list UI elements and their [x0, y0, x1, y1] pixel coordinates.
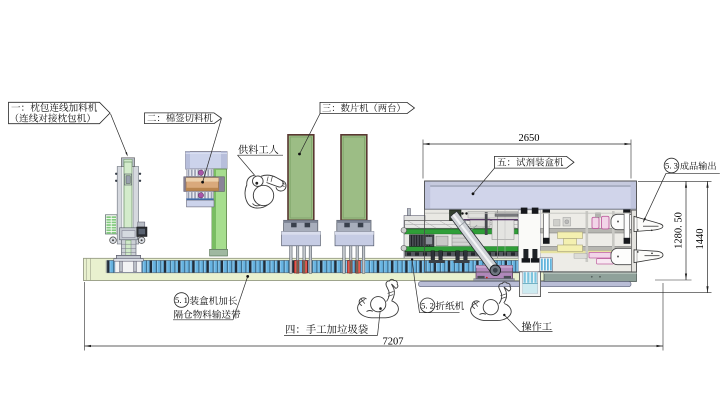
svg-text:1440: 1440: [695, 229, 706, 250]
svg-text:5. 3: 5. 3: [665, 161, 678, 171]
svg-text:1280. 50: 1280. 50: [674, 212, 685, 249]
svg-text:5. 1: 5. 1: [175, 295, 188, 305]
svg-text:5. 2: 5. 2: [421, 301, 434, 311]
svg-text:2650: 2650: [519, 133, 540, 144]
svg-text:7207: 7207: [383, 336, 404, 347]
